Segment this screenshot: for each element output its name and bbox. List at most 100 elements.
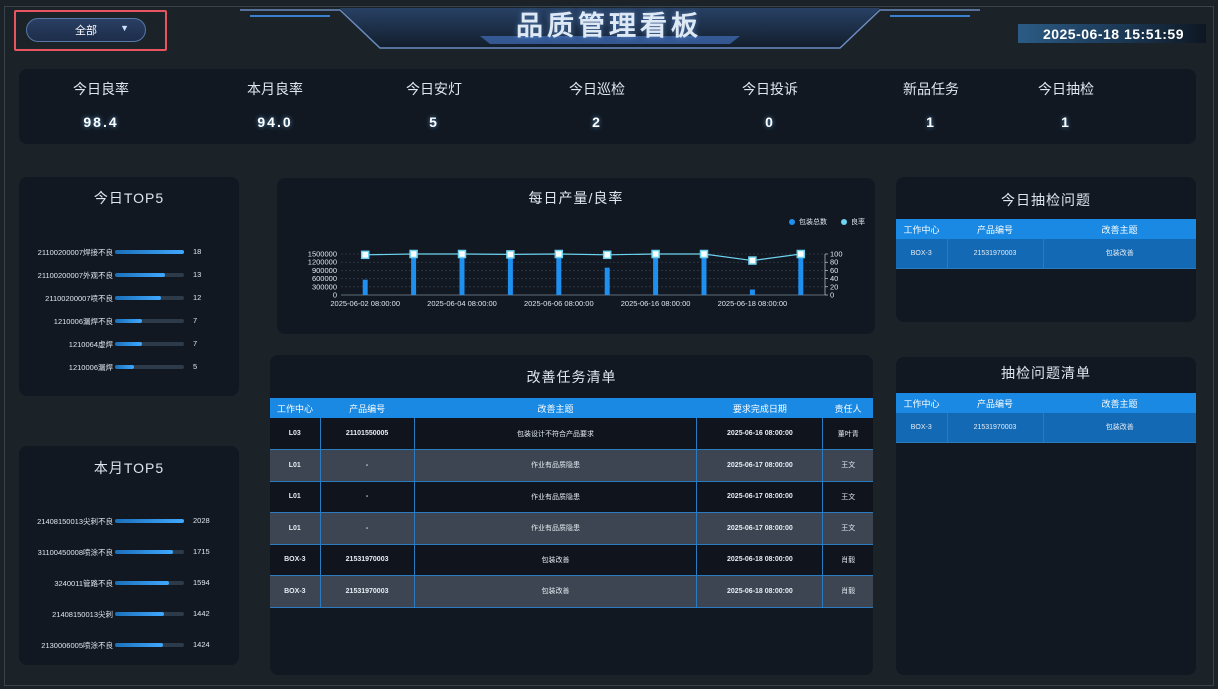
kpi-label: 今日安灯 [406,81,462,97]
table-cell: 王文 [822,512,873,545]
bar [556,254,562,295]
table-row[interactable]: L01 - 作业有品质隐患 2025-06-17 08:00:00 王文 [270,481,873,513]
y-tick-label: 1500000 [308,250,337,259]
progress-fill [115,550,174,554]
yield-point [554,249,564,259]
table-cell: 2025-06-17 08:00:00 [696,449,824,482]
yield-point [699,249,709,259]
table-row[interactable]: BOX-3 21531970003 包装改善 [896,413,1196,443]
workcenter-dropdown[interactable]: 全部 ▼ [26,18,146,42]
table-row[interactable]: L03 21101550005 包装设计不符合产品要求 2025-06-16 0… [270,418,873,450]
y2-tick-label: 100 [830,250,843,259]
x-tick-label: 2025-06-02 08:00:00 [330,299,400,308]
y2-tick-label: 20 [830,282,838,291]
item-name: 21100200007外观不良 [37,271,113,280]
table-cell: 作业有品质隐患 [414,449,698,482]
kpi-value: 1 [1061,114,1071,130]
kpi-label: 今日投诉 [742,81,798,97]
progress-fill [115,250,184,254]
sampling-table: 工作中心 产品编号 改善主题 BOX-3 21531970003 包装改善 [896,219,1196,269]
table-row[interactable]: BOX-3 21531970003 包装改善 2025-06-18 08:00:… [270,544,873,576]
y2-tick-label: 40 [830,274,838,283]
table-cell: L01 [270,481,321,513]
table-cell: 肖毅 [822,544,873,576]
filter-highlight: 全部 ▼ [14,10,167,51]
item-name: 21100200007喷不良 [45,294,113,303]
item-name: 2130006005喷涂不良 [41,641,113,650]
table-row[interactable]: BOX-3 21531970003 包装改善 2025-06-18 08:00:… [270,575,873,608]
progress-track [115,612,184,616]
panel-title: 抽检问题清单 [1001,365,1091,381]
kpi-value: 98.4 [83,114,119,130]
col-header: 工作中心 [270,398,321,418]
progress-fill [115,365,135,369]
table-cell: - [320,481,415,513]
kpi-label: 今日良率 [73,81,129,97]
kpi-value: 5 [429,114,439,130]
table-cell: 21531970003 [947,239,1044,269]
kpi-new-product: 新品任务 1 [871,79,991,130]
table-cell: BOX-3 [896,239,948,269]
today-sampling-panel: 今日抽检问题 工作中心 产品编号 改善主题 BOX-3 21531970003 … [896,177,1196,322]
table-cell: 董叶青 [822,418,873,450]
panel-title: 今日抽检问题 [1001,192,1091,208]
legend-label: 包装总数 [799,219,827,226]
bar [507,256,513,295]
kpi-label: 今日抽检 [1038,81,1094,97]
panel-title: 每日产量/良率 [528,190,624,206]
bar [362,279,368,295]
table-cell: 21531970003 [320,575,415,608]
bar [459,254,465,295]
item-name: 1210064虚焊 [68,340,113,349]
table-cell: 包装改善 [414,575,698,608]
table-cell: - [320,512,415,545]
header-decoration [240,8,980,49]
x-tick-label: 2025-06-16 08:00:00 [621,299,691,308]
progress-fill [115,342,142,346]
table-cell: 2025-06-18 08:00:00 [696,575,824,608]
kpi-andon: 今日安灯 5 [374,79,494,130]
kpi-patrol: 今日巡检 2 [537,79,657,130]
legend-swatch [789,219,795,225]
item-name: 1210006漏焊 [68,363,113,372]
table-cell: 2025-06-16 08:00:00 [696,418,824,450]
table-cell: BOX-3 [270,544,321,576]
table-cell: 王文 [822,449,873,482]
item-value: 7 [193,316,198,325]
yield-point [409,249,418,259]
list-item: 21100200007外观不良 13 [19,269,239,281]
kpi-today-yield: 今日良率 98.4 [41,79,161,130]
table-cell: 21101550005 [320,418,415,450]
item-value: 12 [193,293,202,302]
col-header: 改善主题 [414,398,697,418]
kpi-month-yield: 本月良率 94.0 [215,79,335,130]
progress-fill [115,643,164,647]
table-row[interactable]: BOX-3 21531970003 包装改善 [896,239,1196,269]
table-row[interactable]: L01 - 作业有品质隐患 2025-06-17 08:00:00 王文 [270,512,873,545]
sampling-issue-panel: 抽检问题清单 工作中心 产品编号 改善主题 BOX-3 21531970003 … [896,357,1196,675]
x-tick-label: 2025-06-04 08:00:00 [427,299,497,308]
bar [604,267,610,295]
table-cell: 2025-06-17 08:00:00 [696,512,824,545]
progress-track [115,550,184,554]
bar [701,254,707,295]
progress-track [115,581,184,585]
dropdown-value: 全部 [75,25,97,37]
col-header: 改善主题 [1043,219,1196,239]
item-value: 13 [193,270,202,279]
dashboard-frame [4,6,1214,686]
table-row[interactable]: L01 - 作业有品质隐患 2025-06-17 08:00:00 王文 [270,449,873,482]
table-cell: 包装改善 [414,544,698,576]
yield-point [360,250,370,260]
table-cell: 包装改善 [1043,413,1196,443]
col-header: 工作中心 [896,219,947,239]
y2-tick-label: 0 [830,291,834,300]
kpi-value: 0 [765,114,775,130]
